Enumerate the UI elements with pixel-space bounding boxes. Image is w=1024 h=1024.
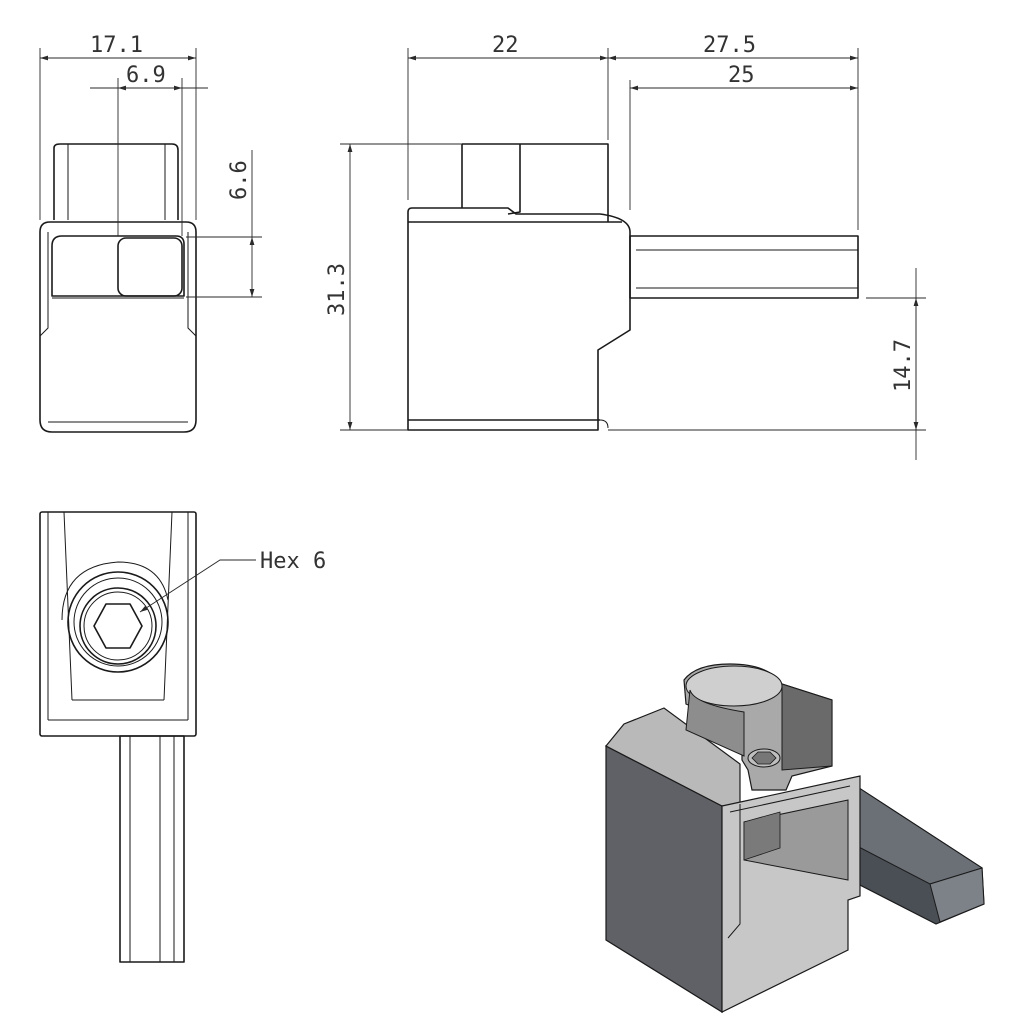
hex-callout: Hex 6 — [260, 549, 326, 574]
dim-side-height: 31.3 — [325, 263, 350, 316]
hex-socket — [93, 603, 143, 649]
dim-front-height: 6.6 — [227, 160, 252, 200]
dim-front-width: 17.1 — [90, 33, 143, 58]
side-dims: 22 27.5 25 31.3 14.7 — [325, 33, 926, 460]
dim-front-inner: 6.9 — [126, 63, 166, 88]
dim-side-total-pin: 27.5 — [703, 33, 756, 58]
front-view — [39, 143, 197, 433]
front-dims: 17.1 6.9 6.6 — [39, 33, 262, 298]
dim-side-body-width: 22 — [492, 33, 519, 58]
dim-side-pin: 25 — [728, 63, 755, 88]
isometric-view — [605, 663, 985, 1014]
top-view: Hex 6 — [39, 511, 326, 963]
dim-pin-offset: 14.7 — [891, 339, 916, 392]
side-view — [407, 143, 859, 431]
